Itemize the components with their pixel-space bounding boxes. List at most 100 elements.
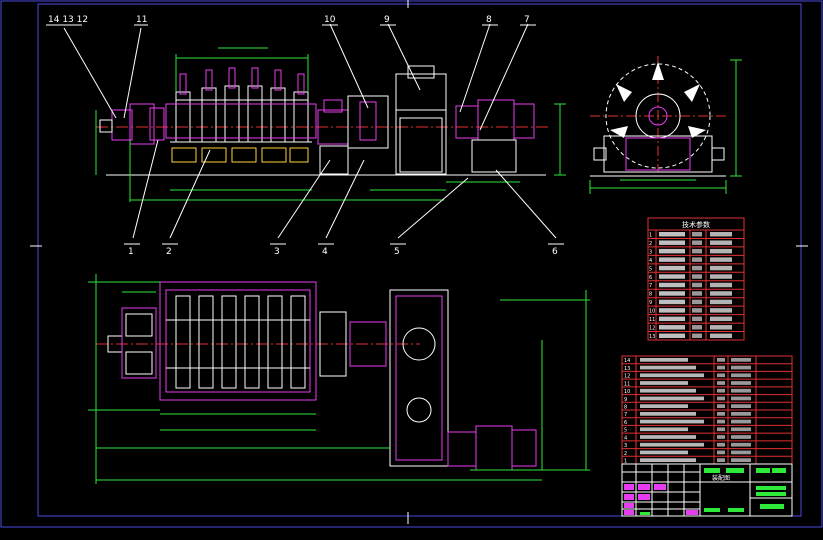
parameter-row-number: 12 (649, 326, 655, 332)
part-material-text (731, 373, 751, 378)
parts-row-number: 4 (624, 435, 627, 441)
parameter-value-text (710, 291, 732, 296)
parameter-row-number: 13 (649, 334, 655, 340)
parts-row-number: 6 (624, 420, 627, 426)
parameter-table-row: 8 (648, 291, 744, 299)
parameter-unit-text (692, 248, 702, 254)
parameter-row-number: 10 (649, 309, 655, 315)
parameter-name-text (659, 333, 685, 338)
side-view (589, 56, 742, 194)
stand-2 (201, 87, 217, 143)
plan-view (88, 274, 590, 484)
parts-row-number: 7 (624, 412, 627, 418)
part-material-text (731, 442, 751, 447)
parameter-name-text (659, 240, 685, 245)
plan-dimensions (88, 274, 590, 484)
part-material-text (731, 404, 751, 408)
parameter-name-text (659, 265, 685, 271)
parameter-name-text (659, 291, 685, 296)
plan-gear-reducer (389, 289, 449, 467)
parameter-table-row: 3 (648, 248, 744, 256)
parts-list-row: 13 (622, 365, 792, 372)
front-dimensions (95, 47, 566, 202)
part-qty-text (717, 373, 725, 378)
title-block-magenta-cells (624, 484, 698, 515)
parameter-row-number: 4 (649, 258, 652, 264)
roller-disc (605, 63, 711, 169)
callout-3: 3 (274, 247, 280, 257)
motor (455, 99, 535, 141)
parameter-value-text (710, 248, 732, 254)
parameter-table-row: 6 (648, 274, 744, 282)
parameter-row-number: 8 (649, 292, 652, 298)
parts-list-row: 10 (622, 388, 792, 396)
callout-4: 4 (322, 247, 328, 257)
part-code-text (640, 435, 696, 439)
parameter-name-text (659, 248, 685, 254)
part-qty-text (717, 442, 725, 447)
part-qty-text (717, 450, 725, 455)
parts-row-number: 2 (624, 451, 627, 457)
part-code-text (640, 450, 688, 455)
parts-row-number: 13 (624, 366, 630, 372)
side-frame (590, 135, 726, 177)
callout-1: 1 (128, 247, 134, 257)
callout-label-underlines (46, 24, 564, 245)
parameter-name-text (659, 316, 685, 322)
drawing-frame (0, 0, 823, 528)
parameter-value-text (710, 257, 732, 262)
part-material-text (731, 365, 751, 370)
callout-2: 2 (166, 247, 172, 257)
parameter-row-number: 7 (649, 283, 652, 289)
parameter-name-text (659, 232, 685, 237)
part-qty-text (717, 396, 725, 401)
part-material-text (731, 358, 751, 362)
parameter-table-row: 1 (648, 232, 744, 239)
part-code-text (640, 442, 704, 447)
parameter-row-number: 3 (649, 249, 652, 255)
stand-3 (224, 85, 240, 143)
part-material-text (731, 435, 751, 439)
parameter-unit-text (692, 274, 702, 279)
parameter-row-number: 2 (649, 241, 652, 247)
part-code-text (640, 373, 704, 378)
stand-4 (247, 85, 263, 143)
part-qty-text (717, 435, 725, 439)
parameter-row-number: 11 (649, 317, 655, 323)
part-code-text (640, 404, 688, 408)
roller-stand-columns (165, 67, 317, 139)
inner-border (37, 3, 802, 517)
callout-7: 7 (524, 15, 530, 25)
parameter-unit-text (692, 240, 702, 245)
parameter-value-text (710, 316, 732, 322)
part-material-text (731, 458, 751, 462)
parameter-table-row: 4 (648, 257, 744, 265)
parts-row-number: 10 (624, 389, 630, 395)
coupling-base (319, 145, 349, 175)
part-code-text (640, 458, 696, 462)
coupling (317, 99, 349, 145)
parameter-name-text (659, 325, 685, 330)
parts-list-row: 7 (622, 412, 792, 419)
parameter-value-text (710, 274, 732, 279)
parameter-name-text (659, 308, 685, 313)
callout-6: 6 (552, 247, 558, 257)
plan-motor (447, 425, 537, 471)
parameter-value-text (710, 265, 732, 271)
part-qty-text (717, 381, 725, 385)
parameter-unit-text (692, 316, 702, 322)
parts-list-row: 4 (622, 435, 792, 442)
parts-list-row: 11 (622, 381, 792, 388)
parameter-name-text (659, 299, 685, 305)
part-material-text (731, 396, 751, 401)
part-qty-text (717, 412, 725, 416)
parts-list-row: 5 (622, 427, 792, 434)
parameter-name-text (659, 257, 685, 262)
parts-row-number: 14 (624, 358, 630, 364)
front-view (95, 47, 566, 202)
part-material-text (731, 450, 751, 455)
parts-list-row: 1 (624, 458, 751, 465)
